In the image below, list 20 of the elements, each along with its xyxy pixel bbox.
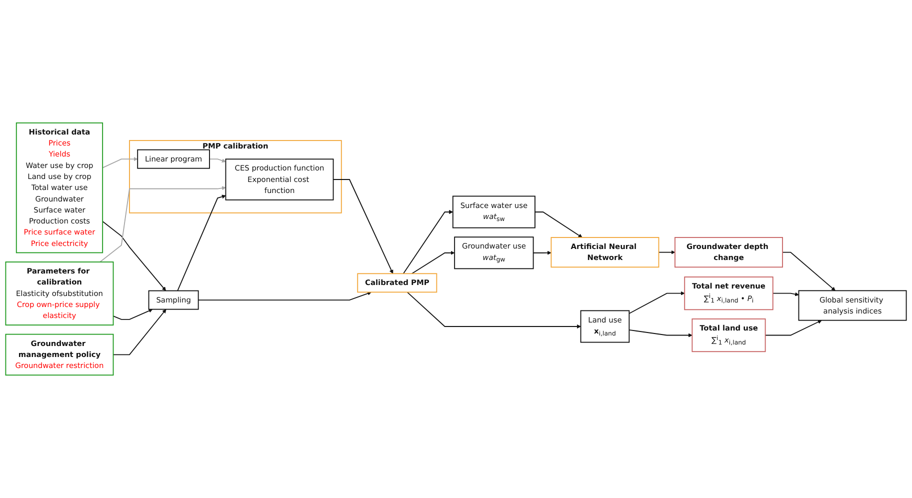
arrow [112, 308, 153, 320]
arrow [628, 329, 692, 338]
arrow [209, 158, 226, 163]
arrow [411, 250, 455, 274]
arrow [534, 212, 582, 238]
arrow [102, 157, 138, 168]
arrow [628, 291, 685, 314]
arrow [102, 220, 166, 291]
arrow [406, 292, 581, 329]
arrow [402, 210, 454, 274]
arrow [658, 250, 676, 254]
arrow [782, 252, 836, 291]
arrow [99, 186, 226, 262]
arrow [772, 292, 799, 296]
arrow [198, 292, 372, 300]
arrow [764, 320, 822, 336]
arrow [177, 194, 226, 292]
arrow [112, 309, 166, 356]
arrow [532, 250, 552, 255]
arrow [332, 179, 394, 274]
